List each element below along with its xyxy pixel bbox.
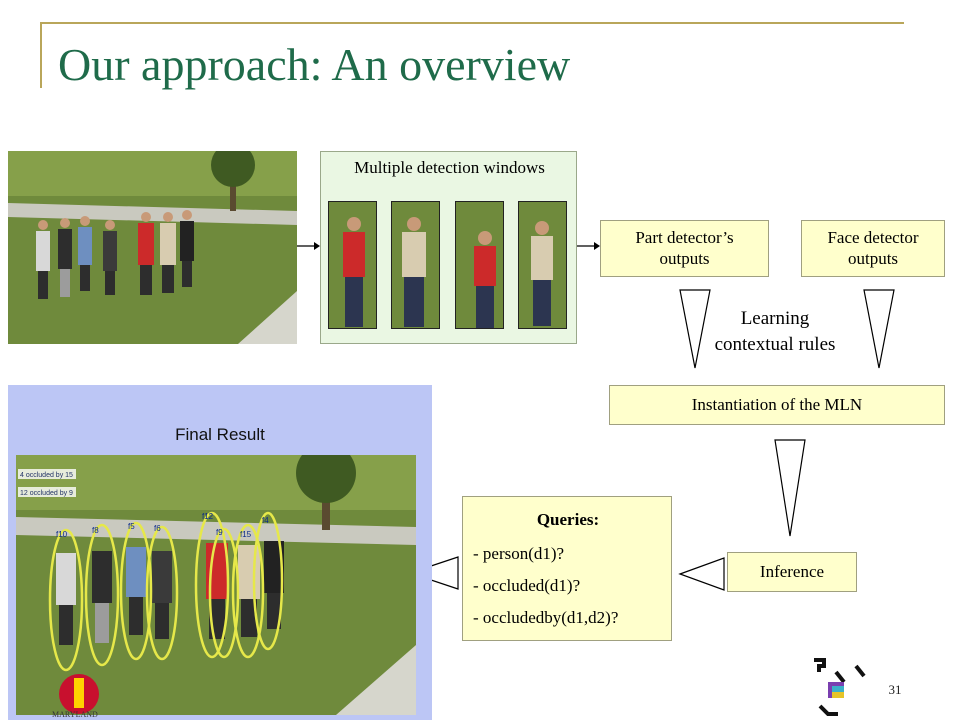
inference-box: Inference — [727, 552, 857, 592]
query-item: - occludedby(d1,d2)? — [473, 608, 619, 627]
person-label: f8 — [92, 526, 99, 535]
slide-left-rule — [40, 22, 42, 88]
query-item: - person(d1)? — [473, 544, 565, 563]
face-detector-outputs-box: Face detector outputs — [801, 220, 945, 277]
page-number: 31 — [888, 682, 902, 697]
part-detector-line2: outputs — [659, 249, 710, 268]
final-result-label: Final Result — [175, 425, 265, 444]
arrow-inference-to-queries — [678, 557, 725, 591]
arrow-queries-to-final-result — [408, 556, 459, 590]
slide-title: Our approach: An overview — [58, 39, 571, 90]
detection-window-1 — [328, 201, 377, 329]
detection-window-3 — [455, 201, 504, 329]
lab-logo — [810, 656, 870, 720]
person-label: f4 — [262, 516, 269, 525]
person-label: f10 — [56, 530, 68, 539]
arrow-mln-to-inference — [774, 439, 806, 537]
arrow-windows-to-part-detector — [577, 242, 600, 250]
detection-windows-label: Multiple detection windows — [354, 158, 545, 177]
arrow-face-detector-to-mln — [863, 289, 895, 369]
detection-window-4 — [518, 201, 567, 329]
face-detector-line1: Face detector — [827, 228, 919, 247]
person-label: f6 — [154, 524, 161, 533]
final-result-panel: Final Result — [8, 385, 432, 720]
arrow-part-detector-to-mln — [679, 289, 711, 369]
person-label: f9 — [216, 528, 223, 537]
final-annotation: 4 occluded by 15 — [20, 472, 73, 479]
final-annotation: 12 occluded by 9 — [20, 490, 73, 497]
slide-top-rule — [42, 22, 904, 24]
queries-title: Queries: — [536, 510, 600, 529]
query-item: - occluded(d1)? — [473, 576, 581, 595]
person-label: f12 — [202, 512, 214, 521]
detection-windows-panel: Multiple detection windows — [320, 151, 577, 344]
part-detector-line1: Part detector’s — [635, 228, 734, 247]
queries-box: Queries: - person(d1)? - occluded(d1)? -… — [462, 496, 672, 641]
university-logo: MARYLAND — [46, 668, 116, 720]
person-label: f15 — [240, 530, 252, 539]
detection-window-2 — [391, 201, 440, 329]
face-detector-line2: outputs — [847, 249, 899, 268]
university-logo-text: MARYLAND — [52, 710, 98, 719]
mln-instantiation-box: Instantiation of the MLN — [609, 385, 945, 425]
input-photo — [8, 151, 297, 344]
final-result-photo: 4 occluded by 15 12 occluded by 9 f10 f8… — [16, 455, 416, 715]
learning-contextual-rules-label: Learning contextual rules — [714, 308, 836, 355]
person-label: f5 — [128, 522, 135, 531]
arrow-photo-to-windows — [297, 242, 320, 250]
part-detector-outputs-box: Part detector’s outputs — [600, 220, 769, 277]
